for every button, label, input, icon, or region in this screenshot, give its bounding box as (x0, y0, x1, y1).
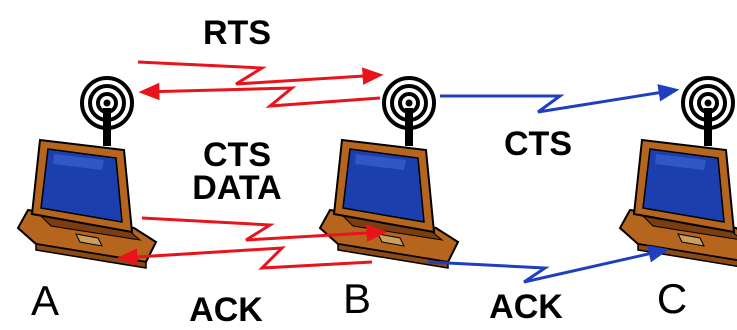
label-cts-right: CTS (504, 125, 572, 163)
laptop-icon (17, 139, 157, 269)
cts-arrow-to-a (138, 82, 381, 108)
label-rts: RTS (203, 14, 271, 52)
laptop-icon (319, 139, 459, 269)
ack-arrow-to-c (427, 245, 670, 284)
node-a (17, 76, 157, 269)
label-ack-left: ACK (189, 291, 263, 329)
label-data: DATA (192, 169, 281, 207)
cts-arrow-to-c (440, 84, 680, 114)
node-label-b: B (343, 275, 371, 322)
label-cts-left: CTS (203, 136, 271, 174)
antenna-icon (681, 76, 735, 148)
data-arrow (141, 216, 388, 242)
node-label-a: A (31, 277, 59, 324)
label-ack-right: ACK (489, 288, 563, 326)
node-label-c: C (657, 275, 687, 322)
node-b (319, 76, 459, 269)
node-c (619, 76, 737, 269)
laptop-icon (619, 139, 737, 269)
antenna-icon (80, 76, 134, 148)
antenna-icon (382, 76, 436, 148)
ack-arrow-to-a (116, 246, 373, 270)
rts-arrow (137, 60, 384, 86)
